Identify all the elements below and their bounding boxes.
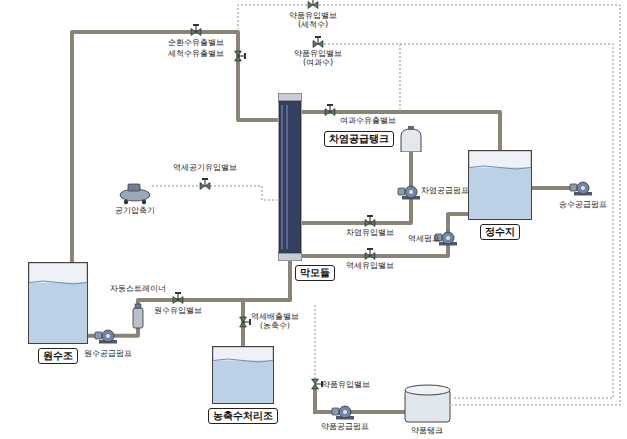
component-label: 약품유입밸브 (세척수) <box>286 11 340 29</box>
component-label: 약품유입밸브 <box>322 380 370 389</box>
component-label: 역세배출밸브 (농축수) <box>250 313 300 330</box>
tank: 차염공급탱크 <box>398 126 424 152</box>
component-label: 역세공기유입밸브 <box>173 163 237 172</box>
component-label: 약품유입밸브 (여과수) <box>291 49 345 67</box>
valve-symbol <box>312 379 324 389</box>
valve-symbol <box>308 0 318 9</box>
component-label: 순환수유출밸브 <box>168 38 224 47</box>
valve-symbol <box>365 215 375 227</box>
pump-symbol <box>398 186 420 200</box>
component-label: 원수유입밸브 <box>154 306 202 315</box>
component-label: 공기압축기 <box>115 206 155 215</box>
component-label: 차염공급펌프 <box>421 186 469 195</box>
tank: 원수조 <box>28 262 88 344</box>
component-label: 여과수유출밸브 <box>340 116 396 125</box>
tank-outline <box>468 150 532 220</box>
compressor-symbol <box>120 184 150 204</box>
tank: 농축수처리조 <box>212 346 274 404</box>
valve-symbol <box>173 292 183 304</box>
membrane-module: 막모듈 <box>278 93 302 261</box>
component-label: 송수공급펌프 <box>559 200 607 209</box>
tank-outline <box>212 346 274 404</box>
pipe <box>72 32 278 262</box>
valve-symbol <box>325 104 335 116</box>
valve-symbol <box>200 178 210 190</box>
tank-outline <box>278 93 302 261</box>
valve-symbol <box>365 248 375 260</box>
tank-label: 차염공급탱크 <box>324 131 394 147</box>
tank-outline <box>28 262 88 344</box>
pipe <box>315 188 577 412</box>
tank-label: 농축수처리조 <box>208 408 278 424</box>
component-label: 약품공급펌프 <box>321 422 369 431</box>
control-lines <box>152 5 620 405</box>
valve-symbol <box>235 51 247 61</box>
tank-label: 막모듈 <box>295 265 335 281</box>
pump-symbol <box>570 182 592 196</box>
tank-label: 원수조 <box>38 348 78 364</box>
tank-label: 정수지 <box>480 224 520 240</box>
tank: 정수지 <box>468 150 532 220</box>
component-label: 역세펌프 <box>408 234 440 243</box>
valve-symbol <box>240 317 252 327</box>
valve-symbol <box>191 24 201 36</box>
pump-symbol <box>332 406 354 420</box>
valve-symbol <box>313 36 323 48</box>
component-label: 자동스트레이너 <box>110 284 166 293</box>
component-label: 약품탱크 <box>411 426 443 435</box>
chemical-tank-symbol <box>405 385 450 422</box>
tank-outline <box>398 126 424 152</box>
pipe <box>243 261 290 346</box>
strainer-symbol <box>133 304 143 328</box>
pump-symbol <box>95 330 117 344</box>
component-label: 역세유입밸브 <box>346 261 394 270</box>
component-label: 차염유입밸브 <box>346 228 394 237</box>
component-label: 원수공급펌프 <box>84 349 132 358</box>
pipe <box>302 152 411 223</box>
pipe <box>302 214 468 256</box>
component-label: 세척수유출밸브 <box>168 49 224 58</box>
